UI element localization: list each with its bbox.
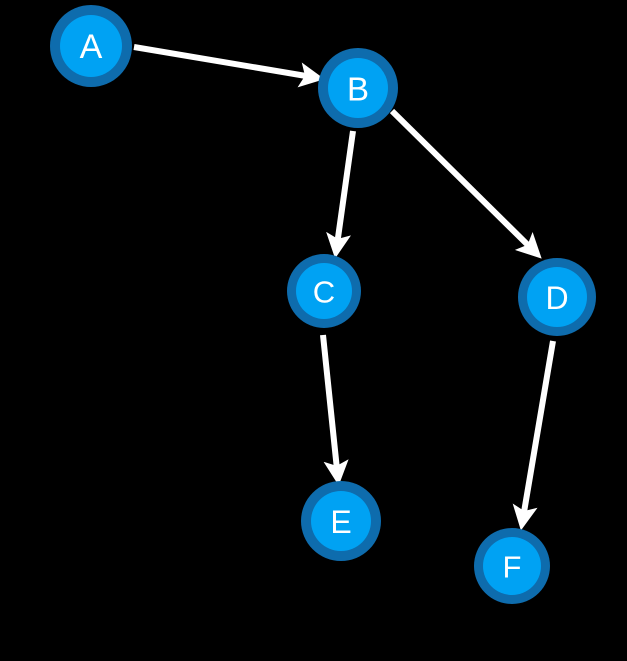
node-label-e: E <box>330 504 351 540</box>
node-core-d <box>527 267 587 327</box>
graph-node-d[interactable]: D <box>518 258 596 336</box>
node-core-b <box>328 58 388 118</box>
graph-edge-b-to-d <box>389 108 542 259</box>
node-label-f: F <box>503 550 522 585</box>
graph-edge-d-to-f <box>512 340 556 531</box>
graph-node-c[interactable]: C <box>287 254 361 328</box>
node-label-d: D <box>545 280 568 316</box>
node-label-b: B <box>347 71 369 108</box>
graph-node-e[interactable]: E <box>301 481 381 561</box>
node-core-c <box>296 263 352 319</box>
node-label-c: C <box>313 275 335 310</box>
edge-layer <box>133 44 556 531</box>
graph-node-f[interactable]: F <box>474 528 550 604</box>
graph-edge-c-to-e <box>320 334 349 486</box>
graph-edge-b-to-c <box>326 130 356 259</box>
node-core-f <box>483 537 541 595</box>
node-label-a: A <box>80 28 103 66</box>
node-layer: A B C D E F <box>50 5 596 604</box>
node-core-a <box>60 15 122 77</box>
graph-edge-a-to-b <box>133 44 325 88</box>
graph-node-a[interactable]: A <box>50 5 132 87</box>
graph-node-b[interactable]: B <box>318 48 398 128</box>
node-core-e <box>311 491 371 551</box>
